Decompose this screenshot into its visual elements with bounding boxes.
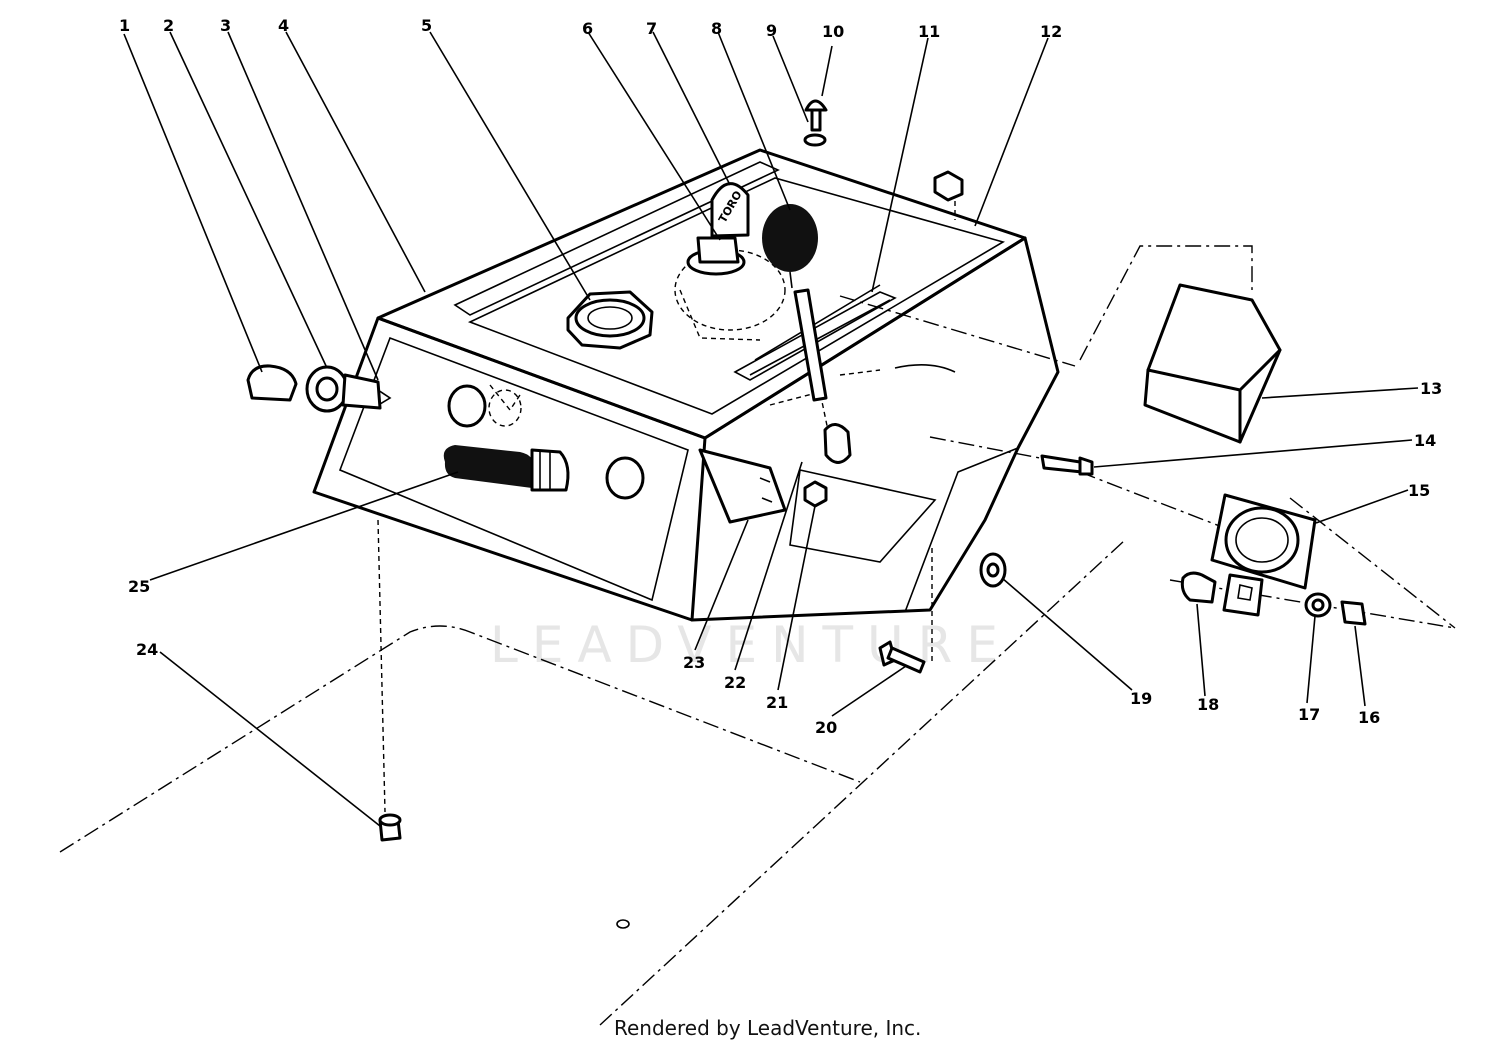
ignition-switch-part: TORO [686,182,750,276]
control-panel-housing [312,148,1060,622]
black-knob-part [762,204,818,289]
callout-6: 6 [582,19,593,38]
nut-part [933,170,964,202]
relay-box-part [1143,283,1282,444]
stray-mark [616,919,630,929]
callout-11: 11 [918,22,940,41]
leader-lines [123,31,1419,827]
callout-16: 16 [1358,708,1380,727]
callout-15: 15 [1408,481,1430,500]
callout-7: 7 [646,19,657,38]
callout-4: 4 [278,16,289,35]
lamp-housing [447,384,522,428]
callout-8: 8 [711,19,722,38]
spacer-parts [1180,571,1367,626]
callout-10: 10 [822,22,844,41]
bolt-14-part [1040,454,1094,476]
callout-2: 2 [163,16,174,35]
alarm-part [1210,493,1317,617]
callout-19: 19 [1130,689,1152,708]
mounting-lines [59,192,1456,1026]
lever-part [793,288,956,402]
throttle-knob-part [443,445,645,500]
callout-23: 23 [683,653,705,672]
callout-5: 5 [421,16,432,35]
watermark: LEADVENTURE [490,616,1012,674]
callout-20: 20 [815,718,837,737]
screw-part [803,99,828,147]
nut-21-part [803,480,828,508]
washer-part [979,552,1007,588]
callout-14: 14 [1414,431,1436,450]
lamp-socket-part [305,365,392,413]
credit-text: Rendered by LeadVenture, Inc. [614,1016,922,1040]
toggle-switch-part [698,423,852,524]
callout-25: 25 [128,577,150,596]
callout-9: 9 [766,21,777,40]
callout-17: 17 [1298,705,1320,724]
hidden-detail [489,249,881,441]
callout-numbers: 1 2 3 4 5 6 7 8 9 10 11 12 13 14 15 16 1… [119,16,1442,737]
callout-13: 13 [1420,379,1442,398]
callout-12: 12 [1040,22,1062,41]
callout-3: 3 [220,16,231,35]
fuel-cap-part [566,290,654,350]
callout-24: 24 [136,640,158,659]
callout-22: 22 [724,673,746,692]
callout-1: 1 [119,16,130,35]
screw-24-part [378,813,402,842]
callout-18: 18 [1197,695,1219,714]
lamp-lens-part [246,364,298,402]
bolt-20-part [878,640,926,674]
callout-21: 21 [766,693,788,712]
